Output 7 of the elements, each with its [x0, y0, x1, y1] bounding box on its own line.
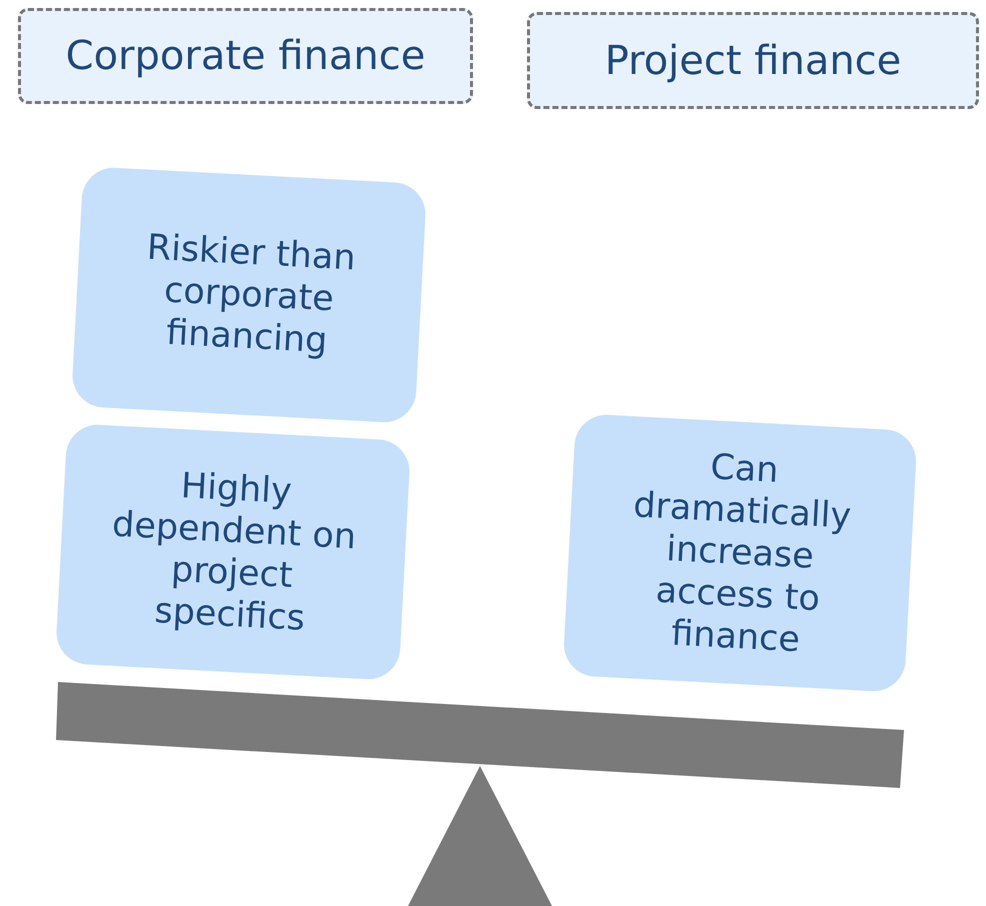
node-text: Highly dependent on project specifics: [110, 465, 358, 641]
header-box: [527, 12, 979, 109]
node-text: Project finance: [604, 38, 902, 84]
node-text: Corporate finance: [66, 33, 426, 79]
node-text: Riskier than corporate financing: [144, 226, 358, 364]
node-text: Can dramatically increase access to finance: [631, 446, 854, 662]
header-box: [18, 8, 473, 104]
